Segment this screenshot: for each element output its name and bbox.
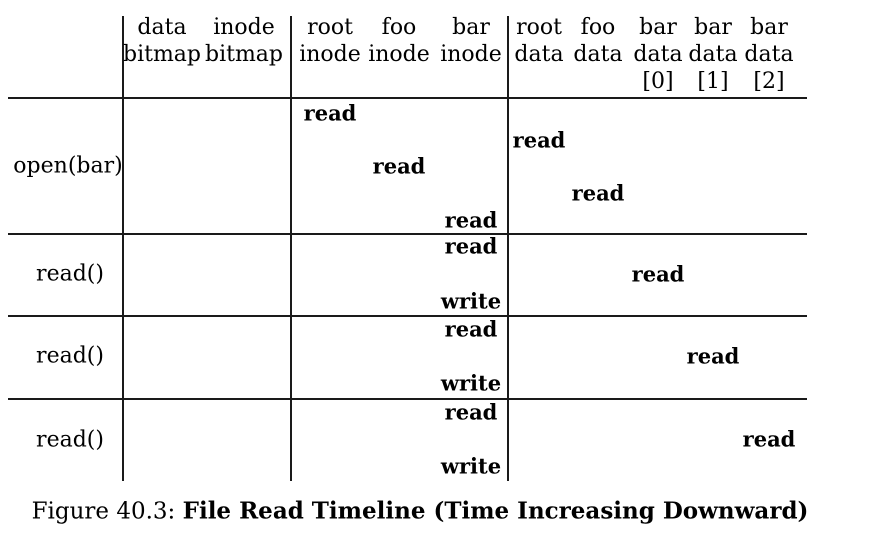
event-read-root-data: read	[512, 127, 566, 153]
col-header-inode-bitmap: inode bitmap	[205, 14, 283, 68]
col-header-line: bitmap	[204, 42, 284, 67]
col-header-bar-data-0: bar data [0]	[633, 14, 682, 95]
header-rule	[8, 97, 807, 99]
col-header-line: data	[514, 42, 564, 67]
col-header-foo-inode: foo inode	[368, 14, 430, 68]
row-separator-3	[8, 398, 807, 400]
row-label-open-bar: open(bar)	[13, 153, 123, 179]
col-header-data-bitmap: data bitmap	[123, 14, 201, 68]
col-header-line: foo	[580, 15, 616, 40]
col-header-line: data	[137, 15, 187, 40]
col-header-line: data	[573, 42, 623, 67]
event-read-bar-inode: read	[444, 399, 498, 425]
col-header-line: inode	[213, 15, 275, 40]
col-header-line: bar	[639, 15, 677, 40]
row-label-read-2: read()	[36, 343, 104, 369]
col-header-bar-inode: bar inode	[440, 14, 502, 68]
col-header-line: [2]	[753, 69, 785, 94]
col-header-line: inode	[299, 42, 361, 67]
col-header-foo-data: foo data	[573, 14, 622, 68]
event-read-bar-data-1: read	[686, 343, 740, 369]
col-header-line: [1]	[697, 69, 729, 94]
column-separator-inodes	[507, 16, 509, 481]
event-write-bar-inode: write	[440, 288, 502, 314]
col-header-line: data	[744, 42, 794, 67]
figure-caption: Figure 40.3: File Read Timeline (Time In…	[32, 498, 809, 525]
event-read-root-inode: read	[303, 100, 357, 126]
event-read-foo-inode: read	[372, 153, 426, 179]
event-write-bar-inode: write	[440, 370, 502, 396]
col-header-line: bar	[750, 15, 788, 40]
row-label-read-1: read()	[36, 261, 104, 287]
col-header-root-inode: root inode	[299, 14, 361, 68]
col-header-line: bar	[694, 15, 732, 40]
event-read-foo-data: read	[571, 180, 625, 206]
col-header-root-data: root data	[514, 14, 563, 68]
col-header-line: [0]	[642, 69, 674, 94]
event-read-bar-inode: read	[444, 233, 498, 259]
event-read-bar-data-2: read	[742, 426, 796, 452]
event-read-bar-data-0: read	[631, 261, 685, 287]
row-separator-2	[8, 315, 807, 317]
col-header-line: inode	[440, 42, 502, 67]
column-separator-labels	[122, 16, 124, 481]
col-header-line: bitmap	[122, 42, 202, 67]
col-header-line: root	[307, 15, 353, 40]
col-header-line: root	[516, 15, 562, 40]
figure-caption-number: Figure 40.3:	[31, 498, 176, 525]
event-read-bar-inode: read	[444, 316, 498, 342]
col-header-line: inode	[368, 42, 430, 67]
row-label-read-3: read()	[36, 427, 104, 453]
col-header-line: foo	[381, 15, 417, 40]
column-separator-bitmaps	[290, 16, 292, 481]
col-header-bar-data-2: bar data [2]	[744, 14, 793, 95]
col-header-bar-data-1: bar data [1]	[688, 14, 737, 95]
figure-caption-title: File Read Timeline (Time Increasing Down…	[182, 497, 809, 525]
col-header-line: data	[633, 42, 683, 67]
row-separator-1	[8, 233, 807, 235]
event-read-bar-inode: read	[444, 207, 498, 233]
event-write-bar-inode: write	[440, 453, 502, 479]
col-header-line: data	[688, 42, 738, 67]
col-header-line: bar	[452, 15, 490, 40]
